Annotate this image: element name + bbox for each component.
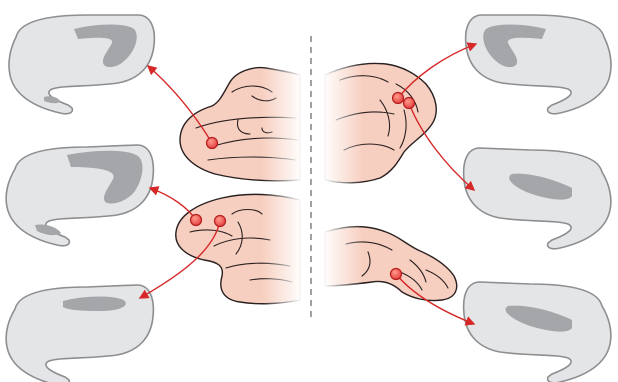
tract-left-top (9, 15, 154, 114)
site-2 (191, 215, 202, 226)
tract-right-bottom (464, 282, 611, 382)
tract-right-middle (464, 148, 611, 249)
right-lower-brain (323, 220, 457, 301)
site-4 (393, 93, 404, 104)
left-lower-brain (176, 190, 302, 308)
left-upper-brain (180, 66, 302, 184)
site-1 (207, 138, 218, 149)
site-3 (215, 216, 226, 227)
site-6 (391, 269, 402, 280)
tract-left-middle (6, 145, 153, 246)
tract-right-top (466, 15, 611, 114)
tract-left-bottom (6, 285, 153, 382)
site-5 (404, 98, 415, 109)
